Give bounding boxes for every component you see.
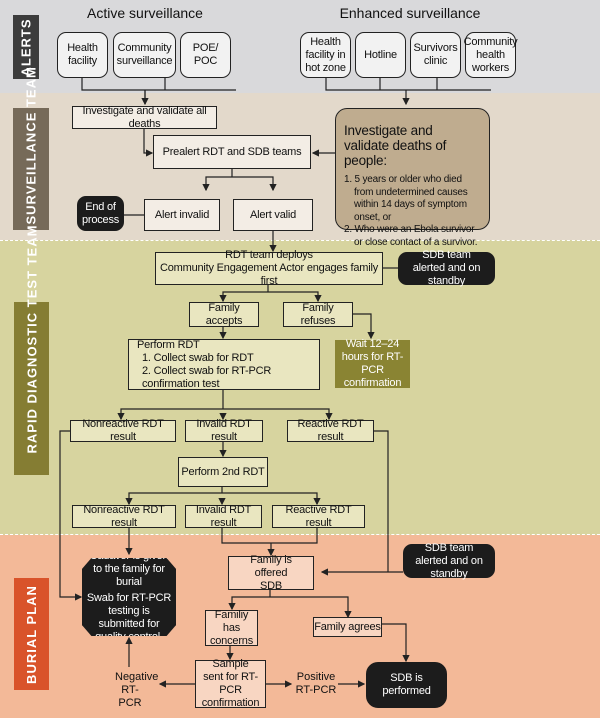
source-community-surveillance: Community surveillance bbox=[113, 32, 176, 78]
sample-sent: Sample sent for RT-PCR confirmation bbox=[195, 658, 266, 709]
alert-valid: Alert valid bbox=[233, 199, 313, 231]
perform-rdt-title: Perform RDT bbox=[137, 338, 200, 351]
criteria-box: Investigate and validate deaths of peopl… bbox=[335, 108, 490, 248]
family-has-concerns: Familiy has concerns bbox=[205, 609, 258, 647]
criteria-item: 2. Who were an Ebola survivor or close c… bbox=[344, 224, 478, 248]
reactive-result-1: Reactive RDT result bbox=[287, 418, 374, 443]
invalid-result-1: Invalid RDT result bbox=[185, 418, 263, 443]
source-hot-zone-facility: Health facility in hot zone bbox=[300, 32, 351, 78]
source-poe-poc: POE/ POC bbox=[180, 32, 231, 78]
cadaver-line-2: Swab for RT-PCR testing is submitted for… bbox=[86, 592, 172, 636]
source-hotline: Hotline bbox=[355, 32, 406, 78]
deploy-line-1: RDT team deploys bbox=[225, 249, 313, 261]
family-accepts: Family accepts bbox=[189, 302, 259, 327]
family-refuses: Family refuses bbox=[283, 302, 353, 327]
perform-step: 1. Collect swab for RDT bbox=[142, 351, 254, 364]
source-community-health-workers: Community health workers bbox=[464, 32, 518, 78]
alerts-lane-label: ALERTS bbox=[13, 15, 39, 79]
positive-rt-pcr: Positive RT-PCR bbox=[295, 671, 337, 696]
nonreactive-result-1: Nonreactive RDT result bbox=[70, 418, 176, 443]
rdt-team-deploys: RDT team deploys Community Engagement Ac… bbox=[155, 249, 383, 287]
reactive-result-2: Reactive RDT result bbox=[272, 504, 365, 529]
sdb-standby-burial: SDB team alerted and on standby bbox=[403, 542, 495, 580]
perform-rdt: Perform RDT 1. Collect swab for RDT 2. C… bbox=[128, 339, 320, 390]
nonreactive-result-2: Nonreactive RDT result bbox=[72, 504, 176, 529]
source-survivors-clinic: Survivors clinic bbox=[410, 32, 461, 78]
family-agrees: Family agrees bbox=[313, 617, 382, 637]
prealert-teams: Prealert RDT and SDB teams bbox=[153, 135, 311, 169]
family-offered-sdb: Family is offered SDB bbox=[228, 554, 314, 592]
deploy-line-2: Community Engagement Actor engages famil… bbox=[159, 262, 379, 287]
criteria-item: 1. 5 years or older who died from undete… bbox=[344, 174, 468, 223]
source-health-facility: Health facility bbox=[57, 32, 108, 78]
enhanced-surveillance-title: Enhanced surveillance bbox=[339, 5, 481, 21]
perform-step: 2. Collect swab for RT-PCR confirmation … bbox=[142, 364, 272, 390]
surveillance-lane-label: SURVEILLANCE TEAM bbox=[13, 66, 49, 230]
active-surveillance-title: Active surveillance bbox=[87, 5, 203, 21]
alert-invalid: Alert invalid bbox=[144, 199, 220, 231]
criteria-title: Investigate and validate deaths of peopl… bbox=[344, 123, 447, 168]
burial-lane-label: BURIAL PLAN bbox=[14, 578, 49, 690]
wait-rt-pcr: Wait 12–24 hours for RT-PCR confirmation bbox=[335, 338, 410, 389]
sdb-performed: SDB is performed bbox=[366, 662, 447, 708]
end-of-process: End of process bbox=[77, 196, 124, 231]
cadaver-line-1: Cadaver is given to the family for buria… bbox=[90, 558, 169, 588]
negative-rt-pcr: Negative RT-PCR bbox=[115, 671, 159, 709]
cadaver-to-family: Cadaver is given to the family for buria… bbox=[82, 558, 176, 636]
rdt-lane-label: RAPID DIAGNOSTIC TEST TEAM bbox=[14, 225, 49, 475]
invalid-result-2: Invalid RDT result bbox=[185, 504, 262, 529]
sdb-standby-rdt: SDB team alerted and on standby bbox=[398, 249, 495, 287]
perform-2nd-rdt: Perform 2nd RDT bbox=[178, 457, 268, 487]
investigate-all-deaths: Investigate and validate all deaths bbox=[72, 105, 217, 130]
